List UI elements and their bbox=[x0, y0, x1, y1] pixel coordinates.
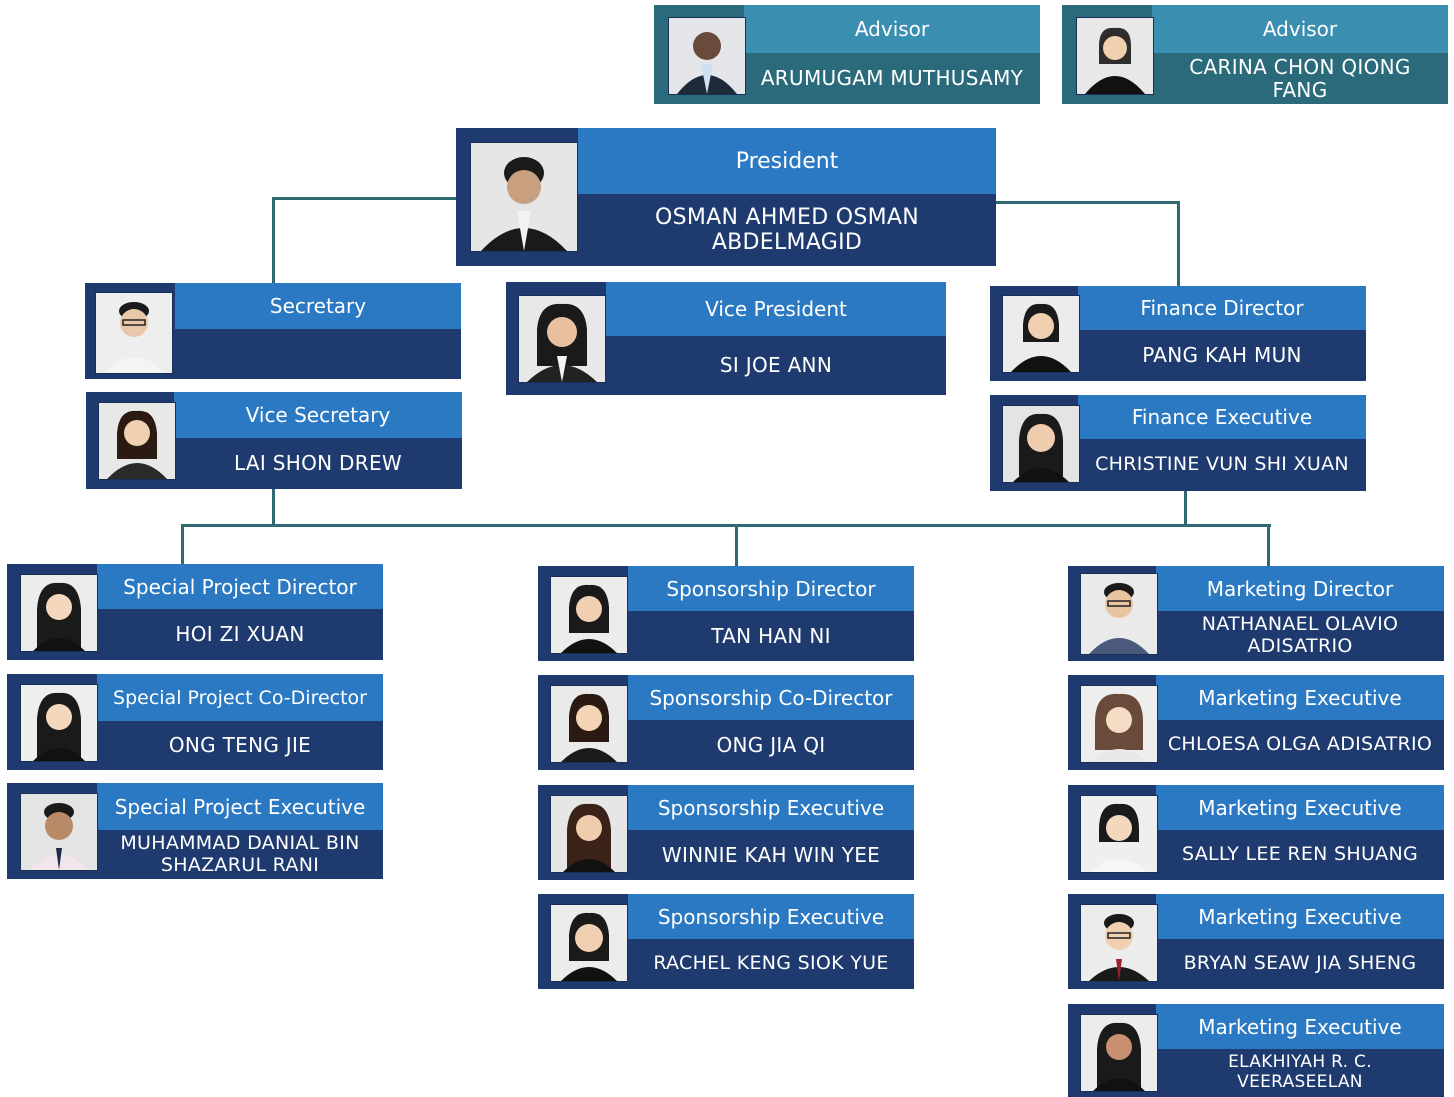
member-photo bbox=[1080, 904, 1158, 982]
role-label: Marketing Executive bbox=[1156, 1004, 1444, 1049]
marketing-card: Marketing Executive SALLY LEE REN SHUANG bbox=[1068, 785, 1444, 880]
member-photo bbox=[1080, 685, 1158, 763]
role-label: Special Project Co-Director bbox=[97, 674, 383, 721]
role-label: Vice President bbox=[606, 282, 946, 336]
member-photo bbox=[1076, 17, 1154, 95]
member-photo bbox=[95, 292, 173, 374]
marketing-card: Marketing Executive BRYAN SEAW JIA SHENG bbox=[1068, 894, 1444, 989]
member-name: ELAKHIYAH R. C. VEERASEELAN bbox=[1228, 1052, 1372, 1092]
role-label: Sponsorship Executive bbox=[628, 894, 914, 939]
advisor-card: Advisor ARUMUGAM MUTHUSAMY bbox=[654, 5, 1040, 104]
member-photo bbox=[20, 574, 98, 652]
role-label: Finance Director bbox=[1078, 286, 1366, 330]
member-name: CHRISTINE VUN SHI XUAN bbox=[1095, 453, 1349, 476]
member-photo bbox=[1080, 573, 1158, 655]
vice-president-card: Vice President SI JOE ANN bbox=[506, 282, 946, 395]
role-label: Sponsorship Co-Director bbox=[628, 675, 914, 720]
role-label: Advisor bbox=[744, 5, 1040, 53]
special-project-card: Special Project Director HOI ZI XUAN bbox=[7, 564, 383, 660]
member-photo bbox=[1080, 1014, 1158, 1092]
member-photo bbox=[668, 17, 746, 95]
connector-marketing-drop bbox=[1267, 524, 1270, 566]
member-name: MUHAMMAD DANIAL BIN SHAZARUL RANI bbox=[120, 831, 360, 876]
marketing-card: Marketing Executive CHLOESA OLGA ADISATR… bbox=[1068, 675, 1444, 770]
member-name: NATHANAEL OLAVIO ADISATRIO bbox=[1201, 613, 1399, 657]
connector-special-project-drop bbox=[181, 524, 184, 566]
member-photo bbox=[20, 684, 98, 762]
role-label: Sponsorship Executive bbox=[628, 785, 914, 830]
marketing-card: Marketing Executive ELAKHIYAH R. C. VEER… bbox=[1068, 1004, 1444, 1097]
role-label: Sponsorship Director bbox=[628, 566, 914, 611]
member-name: ONG TENG JIE bbox=[168, 733, 312, 757]
member-photo bbox=[98, 402, 176, 480]
member-name bbox=[175, 329, 461, 379]
role-label: Marketing Executive bbox=[1156, 785, 1444, 830]
connector-president-right bbox=[996, 201, 1180, 204]
member-photo bbox=[1002, 295, 1080, 373]
member-name: RACHEL KENG SIOK YUE bbox=[653, 952, 889, 975]
sponsorship-card: Sponsorship Co-Director ONG JIA QI bbox=[538, 675, 914, 770]
member-name: HOI ZI XUAN bbox=[175, 622, 305, 646]
member-name: BRYAN SEAW JIA SHENG bbox=[1183, 952, 1417, 975]
member-name: OSMAN AHMED OSMAN ABDELMAGID bbox=[654, 204, 920, 255]
role-label: Vice Secretary bbox=[174, 392, 462, 438]
role-label: Advisor bbox=[1152, 5, 1448, 53]
member-name: CARINA CHON QIONG FANG bbox=[1189, 54, 1411, 102]
sponsorship-card: Sponsorship Director TAN HAN NI bbox=[538, 566, 914, 661]
role-label: Secretary bbox=[175, 283, 461, 329]
member-name: LAI SHON DREW bbox=[234, 451, 402, 475]
member-name: TAN HAN NI bbox=[711, 623, 831, 648]
role-label: Special Project Director bbox=[97, 564, 383, 609]
connector-sponsorship-drop bbox=[735, 524, 738, 566]
member-photo bbox=[550, 904, 628, 982]
finance-executive-card: Finance Executive CHRISTINE VUN SHI XUAN bbox=[990, 395, 1366, 491]
role-label: Finance Executive bbox=[1078, 395, 1366, 439]
vice-secretary-card: Vice Secretary LAI SHON DREW bbox=[86, 392, 462, 489]
member-photo bbox=[1080, 795, 1158, 873]
member-photo bbox=[518, 295, 606, 383]
connector-finance-drop bbox=[1177, 201, 1180, 287]
connector-department-bar bbox=[181, 524, 1271, 527]
special-project-card: Special Project Co-Director ONG TENG JIE bbox=[7, 674, 383, 770]
member-name: SALLY LEE REN SHUANG bbox=[1182, 843, 1418, 866]
member-photo bbox=[550, 795, 628, 873]
member-photo bbox=[1002, 405, 1080, 483]
member-name: ONG JIA QI bbox=[716, 732, 826, 757]
connector-vice-secretary-down bbox=[272, 489, 275, 526]
connector-president-left bbox=[272, 197, 458, 200]
connector-secretary-drop bbox=[272, 197, 275, 284]
member-name: SI JOE ANN bbox=[719, 353, 833, 377]
member-photo bbox=[550, 576, 628, 654]
member-name: ARUMUGAM MUTHUSAMY bbox=[760, 66, 1024, 90]
sponsorship-card: Sponsorship Executive RACHEL KENG SIOK Y… bbox=[538, 894, 914, 989]
role-label: Marketing Executive bbox=[1156, 894, 1444, 939]
member-photo bbox=[550, 685, 628, 763]
special-project-card: Special Project Executive MUHAMMAD DANIA… bbox=[7, 783, 383, 879]
connector-finance-exec-down bbox=[1184, 491, 1187, 526]
member-name: PANG KAH MUN bbox=[1142, 343, 1302, 367]
role-label: Marketing Director bbox=[1156, 566, 1444, 611]
member-name: CHLOESA OLGA ADISATRIO bbox=[1167, 733, 1433, 756]
sponsorship-card: Sponsorship Executive WINNIE KAH WIN YEE bbox=[538, 785, 914, 880]
member-photo bbox=[470, 142, 578, 252]
member-photo bbox=[20, 793, 98, 871]
role-label: Special Project Executive bbox=[97, 783, 383, 830]
marketing-card: Marketing Director NATHANAEL OLAVIO ADIS… bbox=[1068, 566, 1444, 661]
president-card: President OSMAN AHMED OSMAN ABDELMAGID bbox=[456, 128, 996, 266]
secretary-card: Secretary bbox=[85, 283, 461, 379]
finance-director-card: Finance Director PANG KAH MUN bbox=[990, 286, 1366, 381]
role-label: President bbox=[578, 128, 996, 194]
member-name: WINNIE KAH WIN YEE bbox=[661, 842, 881, 867]
advisor-card: Advisor CARINA CHON QIONG FANG bbox=[1062, 5, 1448, 104]
role-label: Marketing Executive bbox=[1156, 675, 1444, 720]
